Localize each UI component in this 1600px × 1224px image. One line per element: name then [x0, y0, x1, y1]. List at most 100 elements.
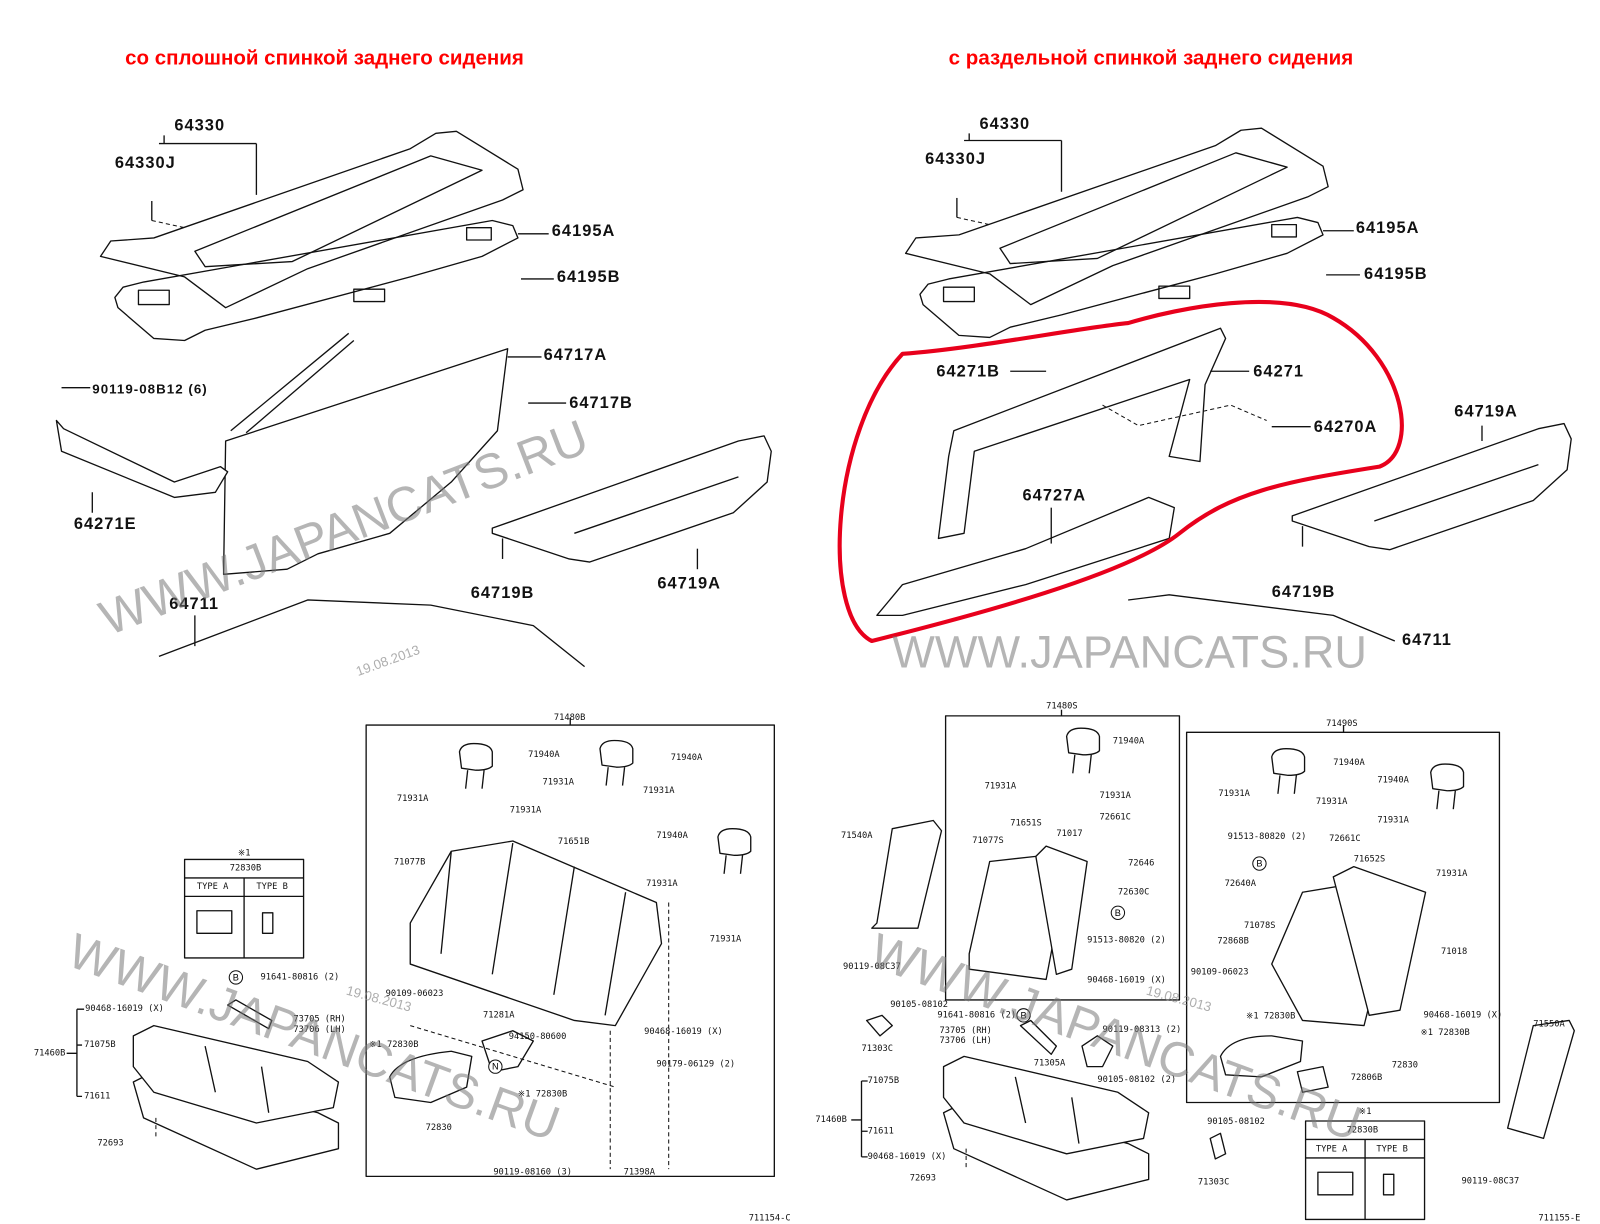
- table-header: 72830B: [229, 863, 262, 874]
- ref-circle-b: B: [1110, 905, 1126, 920]
- part-label: 71075B: [867, 1075, 900, 1087]
- part-label: 90105-08102: [890, 999, 948, 1011]
- table-col: TYPE B: [1376, 1144, 1408, 1155]
- part-label: 64719A: [1454, 403, 1518, 421]
- part-label: 71018: [1440, 946, 1468, 957]
- part-label: ※1 72830B: [369, 1039, 419, 1051]
- part-label: 71931A: [1218, 788, 1250, 799]
- ref-circle-n: N: [488, 1059, 503, 1074]
- part-label: 90468-16019 (X): [85, 1004, 164, 1015]
- part-label: ※1 72830B: [1246, 1011, 1296, 1022]
- part-label: ※1 72830B: [1420, 1027, 1470, 1038]
- ref-circle-b: B: [228, 970, 244, 985]
- table-header: 72830B: [1346, 1125, 1379, 1136]
- table-col: TYPE A: [196, 882, 229, 893]
- part-label: 64330J: [925, 150, 987, 169]
- part-label: 71931A: [646, 878, 678, 890]
- part-label: 71931A: [709, 934, 742, 945]
- part-label: 71931A: [643, 785, 675, 796]
- part-label: 64711: [169, 595, 220, 614]
- part-label: 90119-08C37: [843, 962, 901, 973]
- part-label: ※1 72830B: [517, 1089, 568, 1100]
- part-label: 71075B: [84, 1039, 116, 1051]
- part-label: 71940A: [1333, 757, 1365, 769]
- part-label: 71305A: [1033, 1058, 1066, 1069]
- part-label: 64717A: [543, 346, 608, 365]
- part-label: 71931A: [1435, 868, 1468, 879]
- part-label: 71480B: [553, 712, 586, 724]
- part-label: 64195B: [556, 268, 621, 287]
- part-label: 91513-80820 (2): [1087, 935, 1166, 946]
- part-label: 64719B: [1271, 583, 1336, 602]
- part-label: 90109-06023: [1190, 967, 1249, 978]
- part-label: 71540A: [840, 830, 873, 841]
- part-label: 72640A: [1224, 878, 1257, 890]
- part-label: 64330J: [114, 154, 176, 173]
- part-label: 94150-80600: [508, 1031, 567, 1043]
- part-label: 71931A: [1099, 790, 1131, 801]
- part-label: 71303C: [861, 1044, 894, 1055]
- part-label: 71652S: [1353, 854, 1386, 865]
- part-label: 90468-16019 (X): [644, 1026, 723, 1037]
- diagram-code: 711154-C: [748, 1213, 791, 1224]
- part-label: 71017: [1056, 828, 1083, 839]
- part-label: 90119-08313 (2): [1102, 1024, 1182, 1035]
- part-label: 72806B: [1350, 1072, 1383, 1084]
- part-label: 71490S: [1326, 718, 1358, 730]
- part-label: 72830: [1391, 1060, 1418, 1071]
- part-label: 90468-16019 (X): [1423, 1010, 1503, 1021]
- part-label: 64727A: [1022, 487, 1087, 505]
- part-label: 64270A: [1313, 418, 1378, 436]
- table-col: TYPE B: [256, 882, 288, 893]
- ref-circle-b: B: [1016, 1008, 1031, 1023]
- part-label: 71940A: [1377, 775, 1409, 786]
- note-mark: ※1: [1358, 1106, 1372, 1117]
- part-label: 91641-80816 (2): [260, 972, 340, 983]
- part-label: 91641-80816 (2): [937, 1010, 1017, 1021]
- part-label: 71398A: [623, 1167, 656, 1178]
- part-label: 90119-08C37: [1461, 1176, 1520, 1187]
- part-label: 73705 (RH): [939, 1025, 992, 1036]
- part-label: 71940A: [1112, 736, 1145, 747]
- diagram-code: 711155-E: [1538, 1213, 1581, 1224]
- part-label: 73705 (RH): [293, 1014, 346, 1025]
- part-label: 90468-16019 (X): [1087, 975, 1166, 986]
- part-label: 71480S: [1046, 701, 1078, 712]
- part-label: 71651B: [557, 836, 590, 848]
- part-label: 71611: [867, 1126, 894, 1137]
- part-label: 90105-08102 (2): [1097, 1074, 1177, 1086]
- part-label: 71940A: [528, 749, 560, 760]
- part-label: 64719B: [470, 584, 535, 603]
- part-label: 72646: [1128, 858, 1155, 869]
- part-label: 64717B: [569, 394, 633, 413]
- part-label: 71931A: [1315, 796, 1348, 808]
- part-label: 90179-06129 (2): [656, 1059, 736, 1070]
- part-label: 72830: [425, 1123, 452, 1134]
- part-label: 72868B: [1217, 936, 1249, 947]
- part-label: 64330: [174, 116, 226, 135]
- part-label: 71611: [84, 1091, 111, 1102]
- part-label: 73706 (LH): [939, 1035, 992, 1047]
- part-label: 90105-08102: [1207, 1116, 1265, 1128]
- title-solid-backrest: со сплошной спинкой заднего сидения: [125, 47, 524, 70]
- table-col: TYPE A: [1315, 1144, 1348, 1155]
- part-label: 73706 (LH): [293, 1024, 346, 1035]
- title-split-backrest: с раздельной спинкой заднего сидения: [948, 47, 1354, 70]
- part-label: 71077S: [972, 835, 1004, 847]
- part-label: 71931A: [1377, 815, 1409, 826]
- part-label: 64271: [1253, 363, 1305, 381]
- part-label: 71550A: [1533, 1019, 1565, 1030]
- part-label: 72661C: [1099, 812, 1131, 823]
- part-label: 71931A: [984, 781, 1017, 792]
- note-mark: ※1: [237, 848, 251, 859]
- watermark: WWW.JAPANCATS.RU: [892, 627, 1367, 678]
- part-label: 64195A: [551, 222, 616, 240]
- part-label: 71931A: [542, 777, 575, 788]
- part-label: 71651S: [1010, 818, 1042, 829]
- part-label: 64711: [1401, 631, 1452, 650]
- part-label: 71303C: [1197, 1177, 1230, 1188]
- part-label: 71281A: [483, 1010, 515, 1021]
- part-label: 90119-08160 (3): [493, 1167, 573, 1178]
